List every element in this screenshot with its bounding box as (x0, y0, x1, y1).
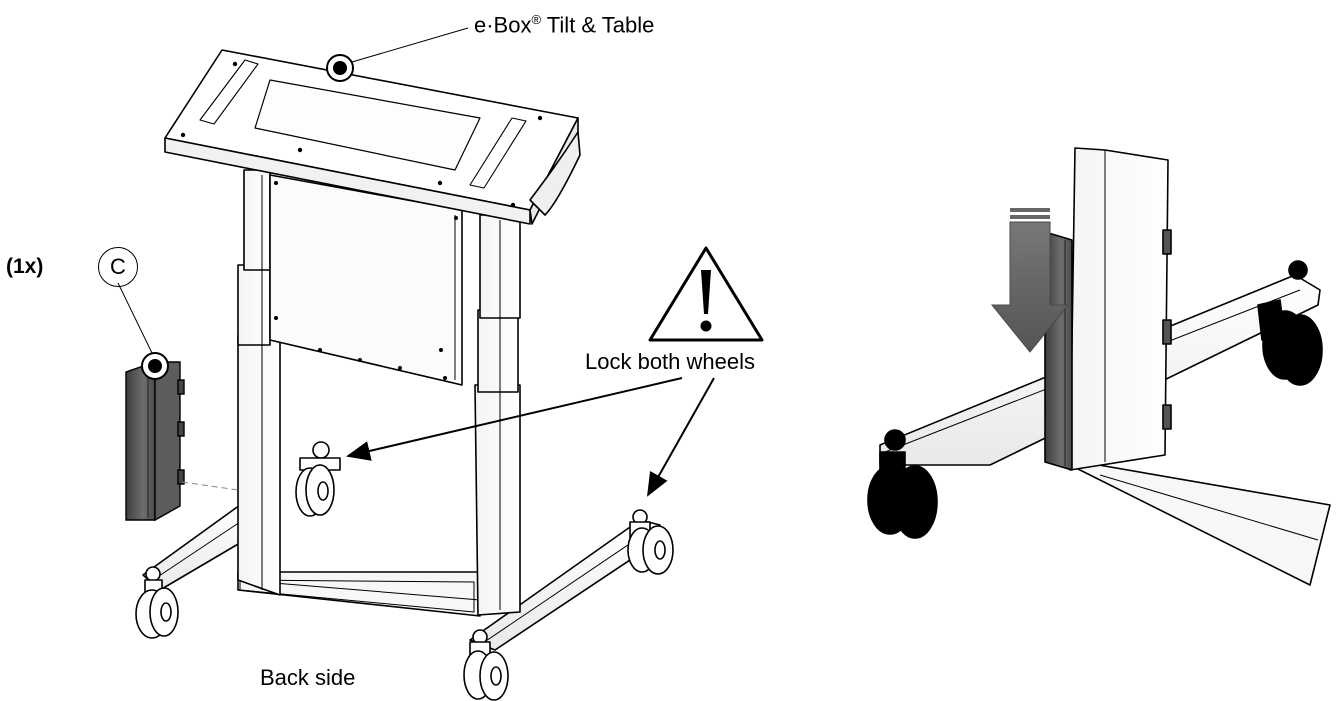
down-arrow-icon (990, 208, 1070, 353)
column-right (474, 214, 521, 616)
warning-arrow-right-wheel (647, 377, 715, 497)
view-label: Back side (260, 665, 356, 690)
detail-caster-right (1257, 260, 1323, 386)
caster-rear-right (627, 509, 674, 575)
cover-panel-c (125, 352, 185, 522)
caster-rear-middle (295, 441, 341, 517)
product-label: e·Box® Tilt & Table (474, 12, 654, 38)
product-name: e·Box (474, 12, 532, 38)
warning-triangle-icon (648, 246, 764, 342)
registered-mark: ® (531, 12, 542, 27)
caster-front-right (463, 629, 509, 701)
tabletop (164, 49, 581, 225)
warning-arrow-left-wheel (346, 377, 683, 461)
detail-view (867, 147, 1331, 586)
base-frame (142, 504, 661, 651)
table-stand (135, 49, 674, 701)
product-leader-line (351, 27, 469, 63)
tabletop-callout-dot (326, 54, 354, 82)
warning-label: Lock both wheels (585, 349, 755, 374)
cover-panel-leader (117, 282, 153, 354)
detail-caster-left (867, 429, 938, 539)
part-letter-callout: C (98, 247, 138, 287)
product-name-suffix: Tilt & Table (541, 12, 655, 38)
cover-panel-alignment-dashes (181, 481, 239, 491)
quantity-label: (1x) (6, 255, 44, 278)
control-box-plate (269, 174, 463, 386)
caster-front-left (135, 566, 179, 639)
column-left (237, 169, 281, 596)
